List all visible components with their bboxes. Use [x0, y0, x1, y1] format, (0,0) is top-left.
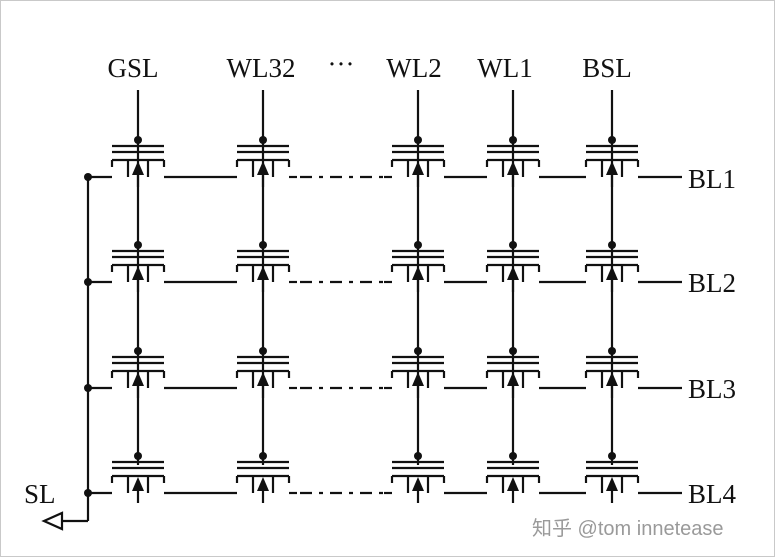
column-ellipsis: ··· [328, 49, 355, 79]
cell-bl1-bsl-arrow [606, 161, 618, 175]
cell-bl1-wl32-arrow [257, 161, 269, 175]
row-label-bl2: BL2 [688, 268, 736, 298]
cell-bl1-bsl-gate-node [608, 136, 616, 144]
cell-bl2-gsl-gate-node [134, 241, 142, 249]
row-label-bl3: BL3 [688, 374, 736, 404]
cell-bl3-gsl-arrow [132, 372, 144, 386]
column-label-bsl: BSL [582, 53, 632, 83]
cell-bl4-wl1-gate-node [509, 452, 517, 460]
cell-bl3-wl1-gate-node [509, 347, 517, 355]
cell-bl1-wl1-arrow [507, 161, 519, 175]
cell-bl2-wl2-arrow [412, 266, 424, 280]
cell-bl2-gsl-arrow [132, 266, 144, 280]
source-line-label: SL [24, 479, 56, 509]
cell-bl4-bsl-arrow [606, 477, 618, 491]
column-label-gsl: GSL [107, 53, 158, 83]
cell-bl1-wl2-gate-node [414, 136, 422, 144]
column-label-wl2: WL2 [386, 53, 441, 83]
cell-bl1-gsl-gate-node [134, 136, 142, 144]
row-label-bl1: BL1 [688, 164, 736, 194]
column-label-wl1: WL1 [477, 53, 532, 83]
cell-bl1-wl2-arrow [412, 161, 424, 175]
cell-bl4-wl2-gate-node [414, 452, 422, 460]
cell-bl1-gsl-arrow [132, 161, 144, 175]
watermark: 知乎 @tom innetease [532, 517, 724, 540]
cell-bl3-wl32-gate-node [259, 347, 267, 355]
cell-bl2-wl32-arrow [257, 266, 269, 280]
cell-bl1-wl1-gate-node [509, 136, 517, 144]
cell-bl4-gsl-gate-node [134, 452, 142, 460]
cell-bl4-wl32-arrow [257, 477, 269, 491]
cell-bl3-gsl-gate-node [134, 347, 142, 355]
cell-bl4-wl32-gate-node [259, 452, 267, 460]
cell-bl3-bsl-arrow [606, 372, 618, 386]
cell-bl2-bsl-gate-node [608, 241, 616, 249]
cell-bl4-wl1-arrow [507, 477, 519, 491]
cell-bl3-wl32-arrow [257, 372, 269, 386]
cell-bl1-wl32-gate-node [259, 136, 267, 144]
circuit-wiring [41, 90, 682, 531]
row-label-bl4: BL4 [688, 479, 737, 509]
cell-bl3-wl2-gate-node [414, 347, 422, 355]
cell-bl2-wl32-gate-node [259, 241, 267, 249]
cell-bl3-bsl-gate-node [608, 347, 616, 355]
source-line-arrow [41, 511, 64, 531]
cell-bl4-bsl-gate-node [608, 452, 616, 460]
cell-bl3-wl1-arrow [507, 372, 519, 386]
cell-bl4-wl2-arrow [412, 477, 424, 491]
cell-bl2-bsl-arrow [606, 266, 618, 280]
column-label-wl32: WL32 [227, 53, 296, 83]
cell-bl2-wl2-gate-node [414, 241, 422, 249]
cell-bl2-wl1-arrow [507, 266, 519, 280]
cell-bl3-wl2-arrow [412, 372, 424, 386]
cell-bl4-gsl-arrow [132, 477, 144, 491]
cell-bl2-wl1-gate-node [509, 241, 517, 249]
